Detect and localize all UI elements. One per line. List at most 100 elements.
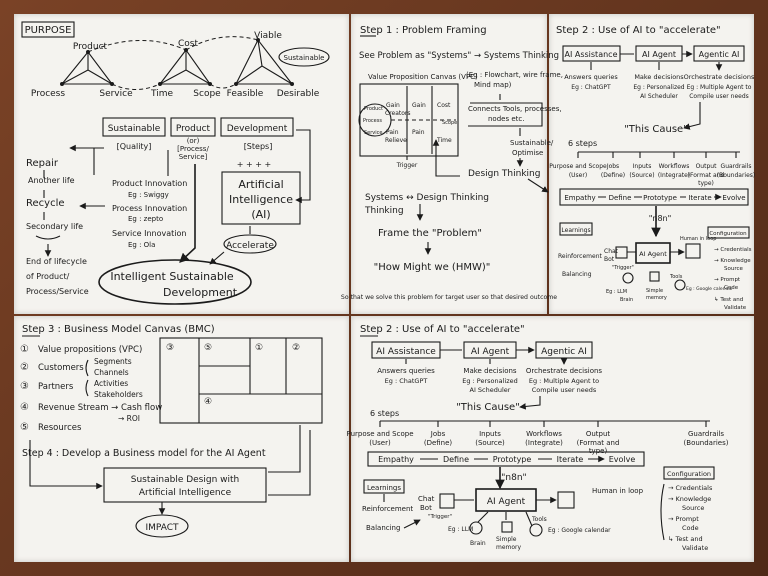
flow-b-define: Define: [443, 455, 469, 464]
purpose-section: PURPOSE Product Cost Viable Process Serv…: [21, 21, 330, 305]
tool-node-top: [674, 279, 686, 291]
bmc-item-3: Partners: [38, 382, 74, 392]
human-bottom: Human in loop: [592, 487, 644, 495]
bmc-item-4: Revenue Stream → Cash flow: [38, 403, 162, 413]
s2t-step6a: Guardrails: [721, 163, 752, 170]
bmc-num-3: ③: [20, 381, 29, 392]
learnings-box-top: [559, 222, 593, 236]
desc-assist-2: Eg : ChatGPT: [571, 84, 611, 91]
memory-top-1: Simple: [646, 288, 663, 294]
triangle-cost: [158, 49, 212, 85]
innovation-product-eg: Eg : Swiggy: [128, 191, 169, 199]
item-of-product: of Product/: [26, 272, 70, 281]
calendar-bottom: Eg : Google calendar: [548, 527, 611, 534]
hmw-label: "How Might we (HMW)": [374, 262, 491, 273]
this-cause-top: "This Cause": [624, 124, 688, 135]
agent-links-b: [477, 511, 533, 527]
vpc-creators: Creators: [385, 110, 411, 117]
bmc-canvas: [159, 337, 323, 424]
innovation-service-eg: Eg : Ola: [128, 241, 155, 249]
memory-b-2: memory: [496, 544, 522, 551]
trigger-bottom: "Trigger": [428, 514, 452, 520]
arrow-this-cause-top: [683, 102, 701, 130]
arrow-development-ai: [295, 129, 311, 204]
accelerate-oval: [223, 234, 277, 254]
s2b-step1b: (User): [369, 439, 391, 447]
desc-agent-b1: Make decisions: [463, 367, 517, 375]
arrow-this-cause-b: [519, 396, 541, 410]
bmc-num-5: ⑤: [20, 422, 29, 433]
config-top: Configuration: [709, 231, 747, 237]
label-ai-assistance: AI Assistance: [564, 50, 617, 59]
vpc-trigger: Trigger: [396, 162, 418, 169]
desc-agent-3: AI Scheduler: [640, 93, 678, 100]
desc-assist-1: Answers queries: [564, 73, 618, 81]
balancing-bottom: Balancing: [366, 524, 400, 532]
llm-node-b: [469, 521, 483, 535]
step3-title: Step 3 : Business Model Canvas (BMC): [22, 324, 215, 335]
config-b-3: Source: [682, 504, 704, 512]
pillar-development: Development: [227, 124, 288, 134]
pillar-or: (or): [187, 137, 200, 145]
isd-line2: Development: [163, 286, 238, 299]
agent-box-top: [635, 242, 671, 264]
design-thinking-label: Design Thinking: [468, 169, 540, 179]
label-scope: Scope: [193, 89, 221, 99]
step1-eg-line1: (Eg : Flowchart, wire frame,: [466, 71, 563, 79]
vpc-canvas: [359, 83, 459, 157]
n8n-bottom: "n8n": [501, 473, 526, 483]
canvas-num-3: ③: [166, 343, 174, 353]
flow-b-prototype: Prototype: [493, 455, 532, 464]
memory-b-1: Simple: [496, 536, 517, 543]
s2b-step5a: Output: [586, 430, 611, 438]
pillar-steps: [Steps]: [244, 142, 273, 151]
s2t-step6b: (Boundaries): [717, 172, 756, 179]
pillar-process: [Process/: [177, 145, 209, 153]
flow-b-empathy: Empathy: [378, 455, 414, 464]
vpc-scope: Scope: [442, 120, 457, 126]
s2t-step5a: Output: [696, 163, 717, 170]
sd-line1: Sustainable Design with: [131, 475, 240, 485]
label-agentic-ai-b: Agentic AI: [541, 347, 587, 357]
config-box-b: [663, 466, 715, 480]
config-b-4: → Prompt: [668, 515, 699, 523]
s2b-step6a: Guardrails: [688, 430, 724, 438]
pillar-product-box: [170, 117, 216, 137]
vpc-gain: Gain: [386, 102, 400, 109]
learnings-bottom: Learnings: [367, 484, 401, 492]
desc-agentic-3: Compile user needs: [689, 93, 749, 100]
label-ai-agent-b: AI Agent: [471, 347, 510, 357]
purpose-title-box: [21, 21, 75, 38]
bmc-num-4: ④: [20, 402, 29, 413]
label-feasible: Feasible: [227, 89, 264, 99]
item-another-life: Another life: [28, 176, 75, 185]
pillar-sustainable: Sustainable: [108, 124, 161, 134]
vpc-cost: Cost: [437, 102, 451, 109]
customers-segments: Segments: [94, 357, 132, 366]
n8n-top: "n8n": [649, 214, 672, 223]
config-b-6: ↳ Test and: [668, 535, 703, 543]
ai-line2: Intelligence: [229, 193, 293, 206]
impact-oval: [135, 514, 189, 538]
desc-agentic-b2: Eg : Multiple Agent to: [529, 377, 599, 385]
six-steps-top: 6 steps: [568, 139, 597, 148]
tools-bottom: Tools: [531, 516, 547, 523]
accelerate-label: Accelerate: [226, 241, 274, 251]
config-top-3: Source: [724, 266, 744, 272]
arrow-dt-vpc: [432, 139, 460, 177]
bmc-item-2: Customers: [38, 363, 84, 373]
s2b-step6b: (Boundaries): [684, 439, 729, 447]
step2-top-section: Step 2 : Use of AI to "accelerate" AI As…: [549, 25, 755, 311]
step1-see: See Problem as "Systems" → Systems Think…: [359, 51, 559, 61]
vpc-process: Process: [363, 118, 382, 124]
innovation-product: Product Innovation: [112, 179, 187, 188]
flow-box-top: [559, 188, 749, 206]
pillar-product: Product: [176, 124, 211, 134]
llm-top: Eg : LLM: [606, 289, 627, 295]
connects-line2: nodes etc.: [488, 115, 524, 123]
s2b-step3a: Inputs: [479, 430, 501, 438]
vpc-gain2: Gain: [412, 102, 426, 109]
panel-purpose: [14, 14, 349, 314]
isd-oval: [98, 259, 252, 305]
agent-top: AI Agent: [639, 250, 667, 258]
